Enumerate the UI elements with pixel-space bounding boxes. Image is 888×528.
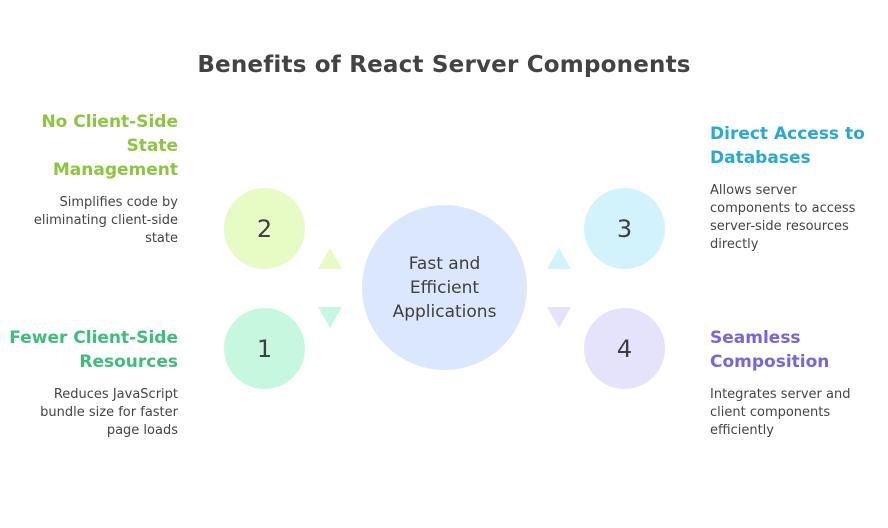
diagram-title: Benefits of React Server Components bbox=[197, 52, 691, 78]
benefit-block-2: No Client-Side State Management Simplifi… bbox=[8, 110, 178, 248]
step-number: 4 bbox=[616, 334, 633, 363]
benefit-description: Reduces JavaScript bundle size for faste… bbox=[40, 387, 178, 438]
center-label: Fast and Efficient Applications bbox=[392, 253, 497, 322]
benefit-heading: Fewer Client-Side Resources bbox=[9, 328, 178, 372]
benefit-block-4: Seamless Composition Integrates server a… bbox=[710, 326, 880, 440]
benefit-description: Allows server components to access serve… bbox=[710, 183, 856, 252]
triangle-down-icon bbox=[547, 307, 571, 328]
benefit-block-3: Direct Access to Databases Allows server… bbox=[710, 122, 880, 254]
step-circle-3: 3 bbox=[584, 188, 665, 269]
center-circle: Fast and Efficient Applications bbox=[362, 205, 527, 370]
triangle-up-icon bbox=[318, 248, 342, 269]
step-number: 2 bbox=[256, 214, 273, 243]
benefit-block-1: Fewer Client-Side Resources Reduces Java… bbox=[8, 326, 178, 440]
benefit-heading: Seamless Composition bbox=[710, 328, 830, 372]
triangle-down-icon bbox=[318, 307, 342, 328]
benefit-heading: No Client-Side State Management bbox=[41, 112, 178, 180]
step-circle-1: 1 bbox=[224, 308, 305, 389]
triangle-up-icon bbox=[547, 248, 571, 269]
benefit-description: Simplifies code by eliminating client-si… bbox=[33, 195, 178, 246]
step-circle-4: 4 bbox=[584, 308, 665, 389]
benefit-description: Integrates server and client components … bbox=[710, 387, 851, 438]
step-circle-2: 2 bbox=[224, 188, 305, 269]
step-number: 1 bbox=[256, 334, 273, 363]
benefit-heading: Direct Access to Databases bbox=[710, 124, 865, 168]
step-number: 3 bbox=[616, 214, 633, 243]
